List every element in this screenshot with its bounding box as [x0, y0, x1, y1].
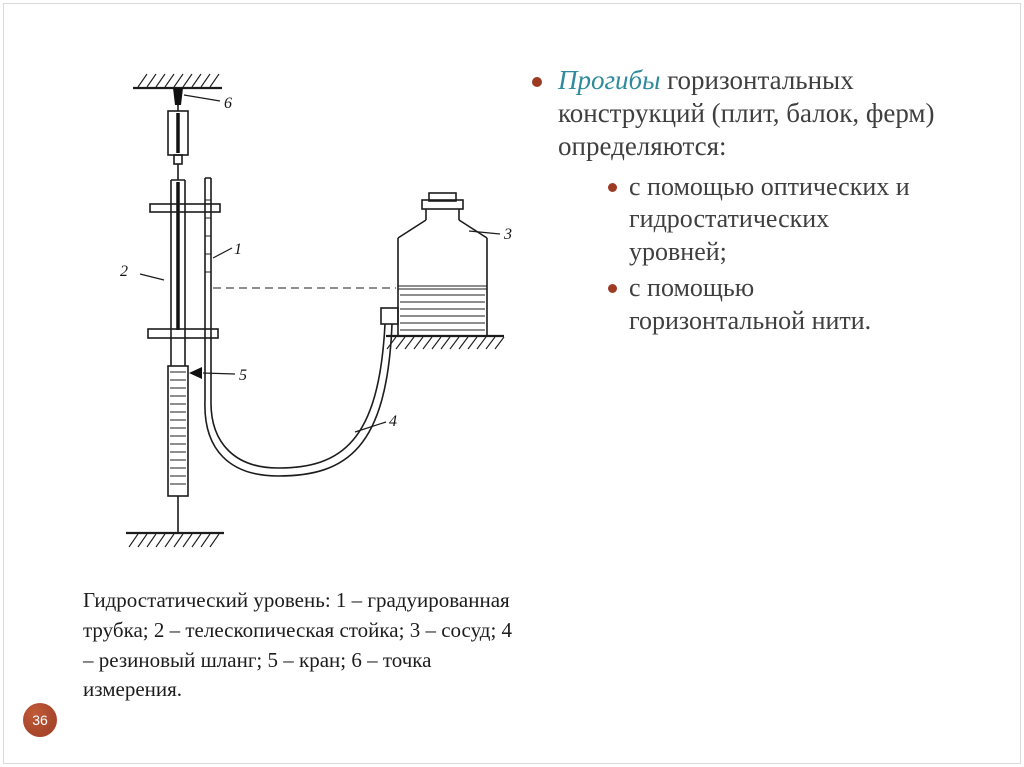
bullet-icon	[608, 284, 617, 294]
slide-number-badge: 36	[23, 703, 57, 737]
clamp-upper	[149, 203, 221, 213]
label6-leader	[183, 94, 221, 102]
graduated-tube-ticks	[205, 199, 211, 273]
label5-leader	[202, 372, 236, 375]
clamp-lower	[147, 328, 219, 339]
main-bullet-rest: горизонтальных конструкций (плит, балок,…	[558, 65, 935, 161]
bullet-list: Прогибы горизонтальных конструкций (плит…	[532, 64, 982, 341]
slide-number: 36	[32, 712, 48, 728]
water-hatch	[400, 294, 485, 331]
vessel-body	[397, 238, 488, 337]
vessel-shoulders	[397, 219, 488, 239]
ceiling-hatch	[137, 73, 220, 88]
label2-leader	[139, 273, 165, 281]
upper-connector	[173, 154, 183, 165]
lower-tube-ticks	[170, 371, 186, 485]
sub-bullet-item: с помощью оптических и гидростатических …	[608, 171, 982, 269]
sub-bullet-item: с помощью горизонтальной нити.	[608, 272, 982, 337]
hose-spout	[380, 307, 399, 325]
hose-outer	[204, 323, 393, 477]
diagram-label-4: 4	[389, 413, 397, 430]
hose-inner	[210, 323, 386, 469]
main-bullet-text: Прогибы горизонтальных конструкций (плит…	[558, 64, 938, 163]
diagram-label-2: 2	[120, 263, 128, 280]
bullet-icon	[532, 77, 542, 87]
vessel-knob	[428, 192, 457, 202]
label3-leader	[468, 230, 501, 235]
hydrostatic-level-diagram: 6 2 1 5 4	[120, 73, 512, 548]
sub-bullet-text: с помощью горизонтальной нити.	[629, 273, 872, 335]
bullet-icon	[608, 182, 617, 192]
water-surface	[398, 285, 487, 290]
vessel-cap	[421, 199, 464, 210]
vessel-neck	[425, 209, 460, 220]
diagram-label-3: 3	[503, 226, 512, 243]
diagram-caption: Гидростатический уровень: 1 – градуирова…	[83, 588, 513, 702]
label1-leader	[212, 247, 233, 259]
valve	[189, 367, 202, 379]
vessel-ground-hatch	[386, 336, 505, 350]
sub-bullet-text: с помощью оптических и гидростатических …	[629, 171, 910, 266]
floor-hatch	[128, 533, 220, 548]
graduated-tube	[204, 177, 212, 400]
diagram-label-1: 1	[234, 241, 242, 258]
diagram-label-5: 5	[239, 367, 247, 384]
measurement-point	[173, 88, 183, 105]
stand-walls	[170, 179, 186, 366]
bullet-item-main: Прогибы горизонтальных конструкций (плит…	[532, 64, 982, 163]
sub-bullet-list: с помощью оптических и гидростатических …	[532, 171, 982, 338]
label4-leader	[354, 421, 387, 433]
diagram-label-6: 6	[224, 95, 232, 112]
highlighted-term: Прогибы	[558, 65, 661, 95]
